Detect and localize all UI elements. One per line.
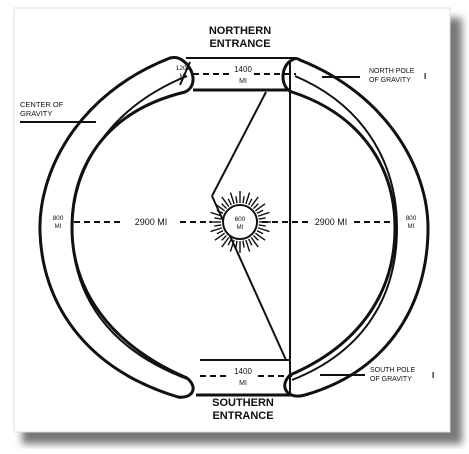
crust-top-unit: MI [180,74,187,80]
crust-top-divider [179,61,191,86]
sun-ray [214,203,226,212]
sun-ray [245,239,251,252]
north-opening-num: 1400 [234,65,252,74]
southern-entrance-label-1: SOUTHERN [212,397,274,409]
sun-ray [256,209,264,214]
right-radius-label: 2900 MI [315,217,348,227]
sun-ray [245,192,251,205]
sun-ray [257,211,270,217]
right-crust-unit: MI [408,224,415,230]
sun-ray [227,238,232,246]
sun-ray [258,217,266,220]
ray-sun-north [211,91,267,197]
sun-ray [216,209,224,214]
sun-ray [252,203,259,210]
left-crust-num: 800 [53,215,64,222]
sun-ray [214,224,222,227]
crust-top-num: 1200 [176,65,191,72]
sun-ray [210,211,223,217]
south-pole-label-1: SOUTH POLE [370,367,415,374]
south-opening-num: 1400 [234,367,252,376]
sun-ray [235,196,238,204]
sun-ray [221,236,230,248]
center-of-gravity-label-2: GRAVITY [20,109,52,118]
north-pole-tick: I [424,72,426,81]
north-pole-label-2: OF GRAVITY [369,77,411,84]
right-shell [281,57,430,398]
sun-ray [221,203,228,210]
sun-ray [257,227,270,233]
left-crust-unit: MI [55,224,62,230]
sun-ray [252,234,259,241]
sun-ray [214,217,222,220]
left-shell [38,55,195,399]
sun-ray [229,192,235,205]
sun-ray [221,196,230,208]
south-opening-unit: MI [239,380,247,387]
sun-ray [248,198,253,206]
sun-ray [242,240,245,248]
south-pole-label-2: OF GRAVITY [370,376,412,383]
sun-ray [250,196,259,208]
right-crust-num: 800 [406,215,417,222]
sun-ray [221,234,228,241]
sun-ray [216,230,224,235]
sun-ray [248,238,253,246]
north-opening-unit: MI [239,78,247,85]
south-pole-tick: I [432,371,434,380]
northern-entrance-label-1: NORTHERN [209,25,271,37]
sun-ray [242,196,245,204]
sun-ray [256,230,264,235]
north-pole-label-1: NORTH POLE [369,68,415,75]
sun-ray [235,240,238,248]
right-inner-surface [291,75,399,381]
sun-ray [254,232,266,241]
southern-entrance-label-2: ENTRANCE [212,410,273,422]
sun-ray [210,227,223,233]
sun-size-unit: MI [237,225,244,231]
sun-ray [250,236,259,248]
sun-size-num: 600 [235,216,246,223]
left-radius-label: 2900 MI [135,217,168,227]
left-inner-surface [70,75,191,381]
center-of-gravity-label-1: CENTER OF [20,100,64,109]
sun-ray [258,224,266,227]
sun-ray [227,198,232,206]
central-sun [209,191,271,253]
northern-entrance-label-2: ENTRANCE [209,38,270,50]
sun-ray [214,232,226,241]
sun-ray [229,239,235,252]
sun-ray [254,203,266,212]
